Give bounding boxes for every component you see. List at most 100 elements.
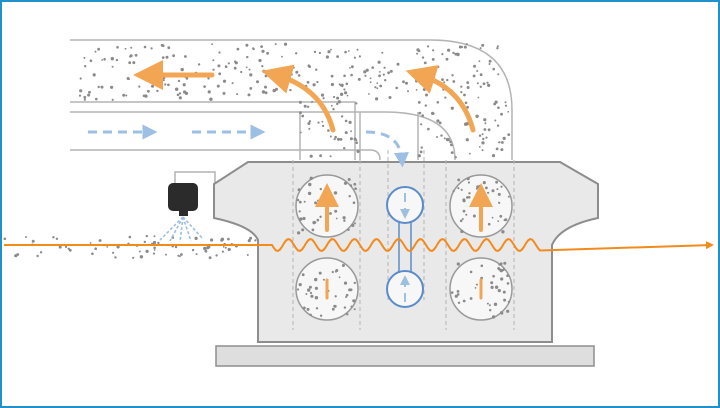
dust-particle-icon [421,114,425,117]
dust-particle-icon [383,66,386,69]
dust-particle-icon [353,56,356,59]
dust-particle-icon [482,82,486,86]
dust-particle-icon [306,307,310,311]
dust-particle-icon [68,248,72,252]
dust-particle-icon [330,48,332,51]
dust-particle-icon [321,120,324,123]
dust-particle-icon [236,93,239,96]
dust-particle-icon [343,181,348,185]
dust-particle-icon [498,263,501,266]
dust-particle-icon [451,74,454,77]
dust-particle-icon [220,237,225,241]
dust-particle-icon [486,81,489,84]
dust-particle-icon [500,112,503,116]
dust-particle-icon [343,74,346,78]
dust-particle-icon [343,281,348,285]
dust-particle-icon [227,247,231,252]
dust-particle-icon [418,111,422,115]
dust-particle-icon [340,115,344,118]
dust-particle-icon [320,93,325,97]
dust-particle-icon [218,72,222,76]
dust-particle-icon [454,294,458,298]
dust-particle-icon [497,220,500,223]
dust-particle-icon [382,73,385,76]
dust-particle-icon [156,89,159,93]
dust-particle-icon [130,46,133,49]
dust-particle-icon [345,293,349,297]
dust-particle-icon [450,143,453,147]
fresh-air-arrows [88,124,410,302]
dust-particle-icon [497,289,501,293]
dust-particle-icon [420,146,423,149]
dust-particle-icon [218,51,221,54]
dust-particle-icon [496,124,500,127]
dust-particle-icon [330,198,333,202]
dust-particle-icon [319,154,322,158]
dust-particle-icon [368,93,370,95]
dust-particle-icon [307,288,311,292]
dust-particle-icon [483,128,487,131]
dust-particle-icon [504,104,508,107]
dust-particle-icon [184,55,187,58]
dust-particle-icon [298,283,302,287]
dust-particle-icon [487,222,491,226]
dust-particle-icon [432,49,435,52]
dust-particle-icon [484,122,487,125]
dust-particle-icon [312,83,316,87]
dust-particle-icon [88,90,91,94]
dust-particle-icon [98,239,102,242]
dust-particle-icon [132,256,135,259]
dust-particle-icon [182,83,186,87]
dust-particle-icon [417,101,421,104]
dust-particle-icon [350,73,353,77]
dust-particle-icon [488,304,491,307]
dust-particle-icon [496,188,499,191]
dust-particle-icon [343,147,346,150]
dust-particle-icon [353,281,356,285]
dust-particle-icon [165,55,169,59]
dust-particle-icon [347,178,351,181]
dust-particle-icon [344,50,347,54]
dust-particle-icon [402,80,405,84]
dust-particle-icon [97,85,100,89]
dust-particle-icon [305,293,308,295]
dust-particle-icon [224,65,227,68]
dust-particle-icon [126,77,130,80]
dust-particle-icon [83,98,86,101]
dust-particle-icon [371,66,375,69]
dust-particle-icon [179,255,181,258]
dust-particle-icon [341,85,344,88]
dust-particle-icon [346,313,349,316]
dust-particle-icon [266,51,269,55]
dust-particle-icon [207,77,210,80]
dust-particle-icon [450,106,454,110]
dust-particle-icon [334,135,337,139]
dust-particle-icon [222,79,227,83]
dust-particle-icon [249,73,253,77]
dust-particle-icon [329,155,332,158]
dust-particle-icon [152,252,156,255]
dust-particle-icon [124,47,127,50]
dust-particle-icon [95,97,98,101]
dust-particle-icon [111,65,114,68]
dust-particle-icon [437,65,440,69]
dust-particle-icon [310,294,314,298]
dust-particle-icon [507,110,510,113]
dust-particle-icon [153,235,156,238]
dust-particle-icon [301,273,305,277]
dust-particle-icon [178,92,182,95]
dust-particle-icon [481,133,484,136]
dust-particle-icon [374,86,377,89]
dust-particle-icon [419,150,423,154]
dust-particle-icon [479,73,483,77]
dust-particle-icon [376,87,379,90]
dust-particle-icon [139,255,144,259]
dust-particle-icon [491,216,494,219]
dust-particle-icon [349,184,353,187]
dust-particle-icon [476,70,479,72]
dust-particle-icon [325,55,329,59]
dust-particle-icon [301,114,305,118]
dust-particle-icon [499,214,503,218]
dust-particle-icon [227,237,230,241]
